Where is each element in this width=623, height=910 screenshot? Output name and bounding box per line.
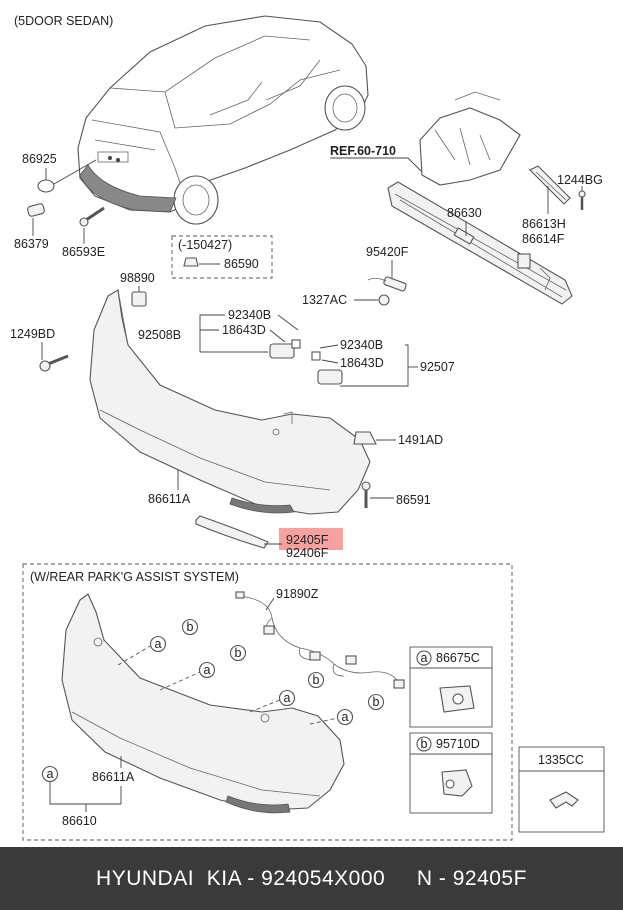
label-91890Z: 91890Z xyxy=(276,587,319,601)
variant-label: (5DOOR SEDAN) xyxy=(14,14,113,28)
part-1335CC-box: 1335CC xyxy=(518,746,605,833)
key-a-callout xyxy=(41,765,59,783)
label-92507: 92507 xyxy=(420,360,455,374)
part-95420F-sensor xyxy=(367,276,407,292)
label-86614F: 86614F xyxy=(522,232,565,246)
svg-text:a: a xyxy=(342,710,349,724)
label-86611A: 86611A xyxy=(148,492,191,506)
label-86593E: 86593E xyxy=(62,245,105,259)
key-a-text: a xyxy=(47,767,54,781)
label-86379: 86379 xyxy=(14,237,49,251)
label-86613H: 86613H xyxy=(522,217,566,231)
car-body-drawing xyxy=(77,15,369,225)
part-86591-screw xyxy=(361,481,371,508)
label-1327AC: 1327AC xyxy=(302,293,347,307)
part-91890Z-harness xyxy=(235,591,405,689)
svg-text:b: b xyxy=(235,646,242,660)
assist-title: (W/REAR PARK'G ASSIST SYSTEM) xyxy=(30,570,239,584)
svg-text:a: a xyxy=(155,637,162,651)
label-92340B-b: 92340B xyxy=(340,338,383,352)
legend-86675C: 86675C xyxy=(436,651,480,665)
assist-callouts: a b a b a b a b xyxy=(117,618,385,726)
part-86630-beam xyxy=(387,181,573,305)
legend-a-box: a 86675C xyxy=(409,646,493,728)
svg-text:b: b xyxy=(421,737,428,751)
footer-part: N - 92405F xyxy=(416,866,527,890)
label-18643D-a: 18643D xyxy=(222,323,266,337)
part-1244BG-screw xyxy=(578,190,586,210)
label-92405F: 92405F xyxy=(286,533,329,547)
label-1491AD: 1491AD xyxy=(398,433,443,447)
part-1491AD-clip xyxy=(353,431,377,445)
footer-brand: HYUNDAI KIA - 924054X000 xyxy=(96,866,386,890)
legend-b-box: b 95710D xyxy=(409,732,493,814)
label-95420F: 95420F xyxy=(366,245,409,259)
label-86610: 86610 xyxy=(62,814,97,828)
label-1244BG: 1244BG xyxy=(557,173,603,187)
label-98890: 98890 xyxy=(120,271,155,285)
ref-label: REF.60-710 xyxy=(330,144,396,158)
svg-text:b: b xyxy=(373,695,380,709)
svg-text:b: b xyxy=(313,673,320,687)
svg-text:a: a xyxy=(284,691,291,705)
legend-95710D: 95710D xyxy=(436,737,480,751)
parts-diagram: (5DOOR SEDAN) 86925 86379 86593E (-15042… xyxy=(10,14,605,841)
part-86611A-bumper xyxy=(89,289,371,515)
label-1249BD: 1249BD xyxy=(10,327,55,341)
part-92508B-lamp xyxy=(269,339,301,359)
body-panel-ref xyxy=(419,91,521,186)
date-range-box xyxy=(171,235,273,279)
label-92340B-a: 92340B xyxy=(228,308,271,322)
part-92507-lamp xyxy=(311,351,343,385)
part-86593E-bolt xyxy=(79,206,105,227)
part-98890-clip xyxy=(131,291,147,307)
date-range-label: (-150427) xyxy=(178,238,232,252)
part-86379-plug xyxy=(27,203,45,217)
footer-spacer xyxy=(385,867,417,891)
part-86925-cap xyxy=(37,179,55,193)
label-1335CC: 1335CC xyxy=(538,753,584,767)
label-18643D-b: 18643D xyxy=(340,356,384,370)
label-92406F: 92406F xyxy=(286,546,329,560)
assist-system-box xyxy=(22,563,513,841)
svg-text:b: b xyxy=(187,620,194,634)
footer-bar: HYUNDAI KIA - 924054X000 N - 92405F xyxy=(0,847,623,910)
part-1249BD-bolt xyxy=(39,354,69,372)
label-86925: 86925 xyxy=(22,152,57,166)
label-86591: 86591 xyxy=(396,493,431,507)
label-92508B: 92508B xyxy=(138,328,181,342)
svg-text:a: a xyxy=(204,663,211,677)
part-86590-clip xyxy=(183,257,199,267)
label-86590: 86590 xyxy=(224,257,259,271)
svg-text:a: a xyxy=(421,651,428,665)
part-1327AC-grommet xyxy=(378,294,390,306)
label-86630: 86630 xyxy=(447,206,482,220)
assist-bumper-drawing xyxy=(61,593,345,814)
part-86613H-bracket xyxy=(529,165,571,205)
part-92405F-reflector xyxy=(195,515,269,549)
label-assist-86611A: 86611A xyxy=(92,770,135,784)
highlight-92405F xyxy=(279,528,343,550)
